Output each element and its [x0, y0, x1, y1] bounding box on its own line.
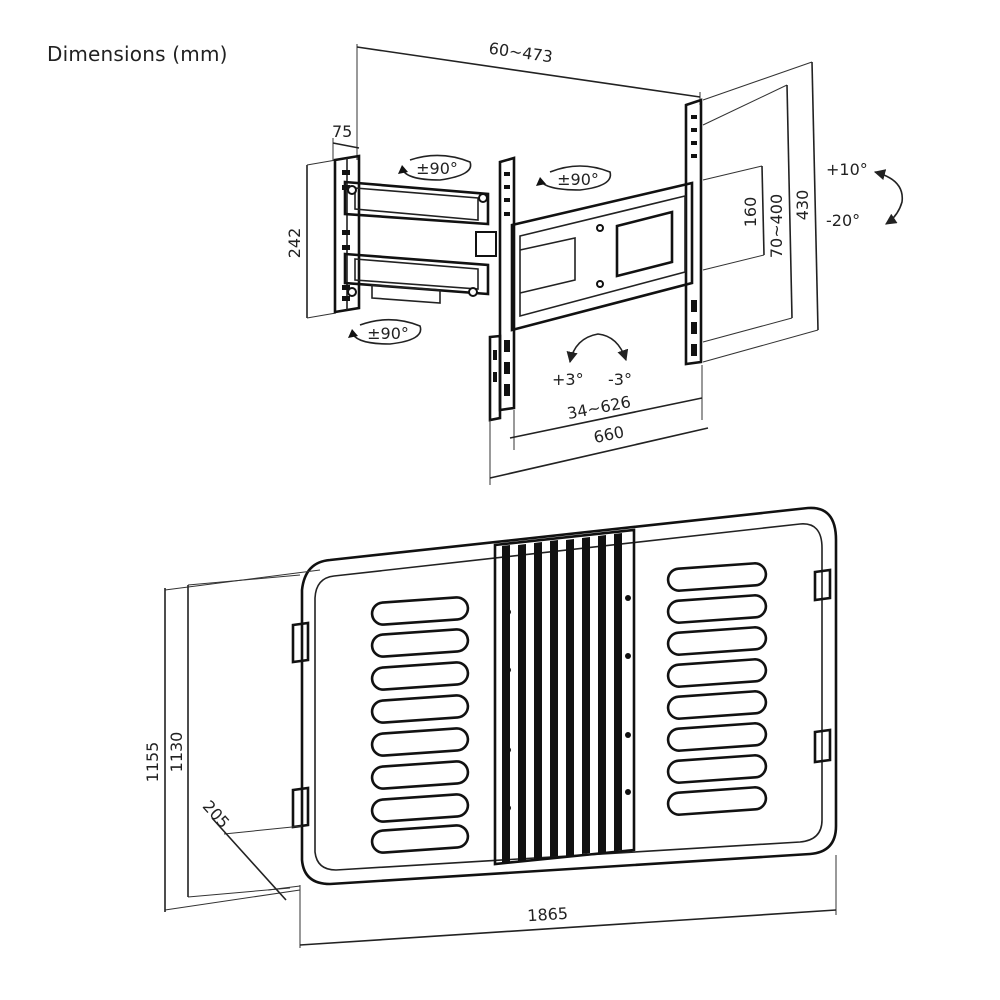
svg-text:±90°: ±90° — [557, 170, 599, 189]
swivel-bottom-indicator: ±90° — [348, 318, 422, 345]
vesa-height-max-label: 430 — [793, 190, 812, 221]
svg-text:±90°: ±90° — [367, 324, 409, 343]
vesa-height-range-label: 70~400 — [767, 194, 786, 258]
left-vent-slots — [370, 596, 470, 854]
package-box-drawing: 1155 1130 205 1865 — [143, 506, 838, 948]
svg-text:+10°: +10° — [826, 160, 868, 179]
ribbed-strap — [502, 533, 622, 863]
swivel-left-indicator: ±90° — [398, 154, 472, 181]
swivel-middle-indicator: ±90° — [536, 165, 612, 191]
wall-mount-drawing: 60~473 75 242 — [285, 39, 904, 485]
swivel-arms — [343, 180, 497, 304]
tv-plate-width-label: 660 — [592, 422, 626, 447]
wall-plate-width-label: 75 — [332, 122, 352, 141]
box-depth-label: 205 — [199, 797, 234, 832]
page-title: Dimensions (mm) — [47, 42, 228, 66]
arm-extension-dimension-line — [356, 46, 701, 98]
right-vent-slots — [666, 562, 768, 816]
svg-text:+3°: +3° — [552, 370, 584, 389]
box-length-label: 1865 — [527, 904, 569, 925]
box-height-outer-label: 1155 — [143, 742, 162, 783]
svg-text:±90°: ±90° — [416, 159, 458, 178]
tv-bracket — [488, 98, 703, 422]
vesa-width-range-label: 34~626 — [566, 392, 633, 423]
svg-text:-3°: -3° — [608, 370, 632, 389]
wall-plate-height-label: 242 — [285, 228, 304, 259]
vesa-height-dimension-line — [811, 61, 819, 331]
arm-extension-label: 60~473 — [488, 39, 554, 67]
box-height-inner-label: 1130 — [167, 732, 186, 773]
inner-height-label: 160 — [741, 197, 760, 228]
svg-text:-20°: -20° — [826, 211, 860, 230]
tilt-indicator: +10° -20° — [826, 160, 904, 230]
level-indicator: +3° -3° — [552, 333, 632, 389]
